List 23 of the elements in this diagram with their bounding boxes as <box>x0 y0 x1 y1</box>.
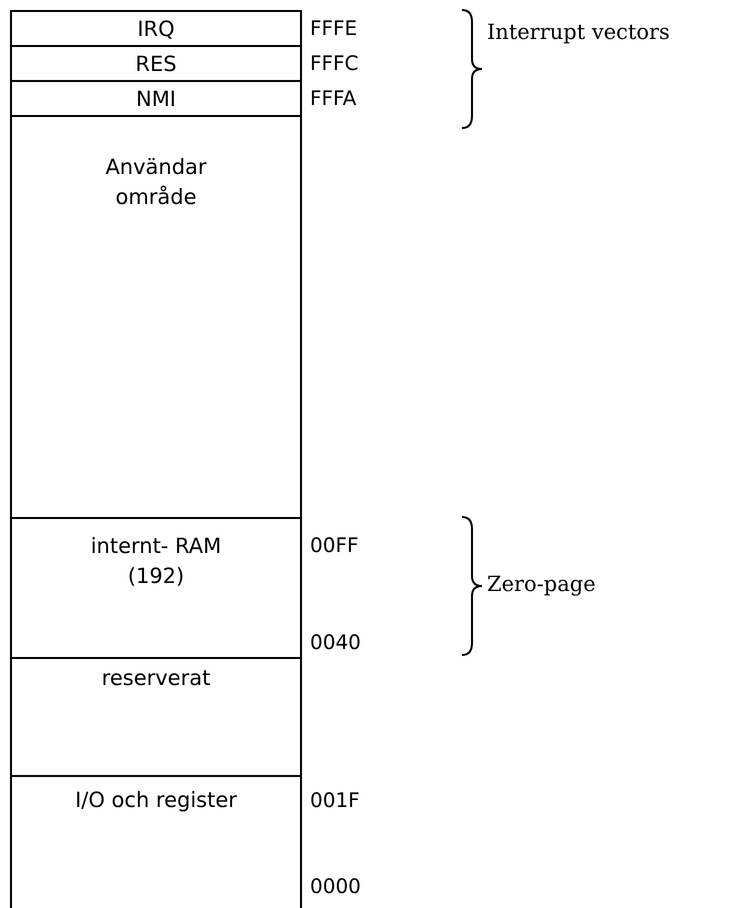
region-label: RES <box>134 52 178 76</box>
memory-region <box>10 517 302 659</box>
bracket-label: Zero-page <box>487 572 596 596</box>
bracket-label: Interrupt vectors <box>487 20 670 44</box>
address-label: 0000 <box>310 874 361 898</box>
address-label: FFFE <box>310 16 358 40</box>
address-label: FFFA <box>310 86 356 110</box>
region-label: IRQ <box>136 16 176 40</box>
region-label: NMI <box>134 86 178 110</box>
memory-region <box>10 115 302 519</box>
address-label: 001F <box>310 788 360 812</box>
region-label: I/O och register <box>74 787 238 814</box>
address-label: 0040 <box>310 630 361 654</box>
address-label: FFFC <box>310 51 358 75</box>
region-label: reserverat <box>100 665 212 692</box>
memory-region <box>10 45 302 82</box>
region-label: internt- RAM (192) <box>90 533 222 590</box>
memory-region <box>10 80 302 117</box>
memory-region <box>10 657 302 777</box>
memory-region <box>10 10 302 47</box>
region-label: Användar område <box>104 154 208 211</box>
memory-region <box>10 775 302 908</box>
address-label: 00FF <box>310 533 358 557</box>
